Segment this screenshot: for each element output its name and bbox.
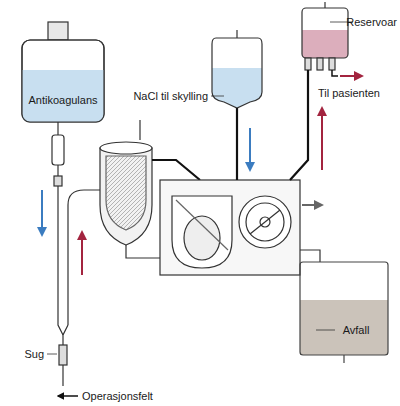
part-label: NaCl til skylling (133, 90, 208, 103)
part-label: Sug (24, 348, 44, 361)
flow-arrow (81, 232, 83, 275)
part-label: Antikoagulans (28, 94, 97, 107)
part-label: Til pasienten (318, 87, 380, 100)
leader-line (316, 330, 335, 331)
part-label: Operasjonsfelt (82, 390, 153, 403)
flow-arrow (321, 108, 323, 170)
saline-bag (212, 30, 262, 180)
flow-arrow (340, 75, 362, 77)
cell-saver-machine (160, 180, 320, 275)
flow-arrow (41, 190, 43, 235)
anticoagulant-bottle (22, 22, 104, 386)
flow-arrow (249, 128, 251, 170)
part-label: Reservoar (346, 16, 397, 29)
waste-container (300, 262, 388, 363)
leader-line (47, 354, 57, 355)
part-label: Avfall (343, 324, 370, 337)
leader-line (211, 96, 224, 97)
flow-arrow (58, 395, 78, 397)
flow-arrow (302, 204, 322, 206)
